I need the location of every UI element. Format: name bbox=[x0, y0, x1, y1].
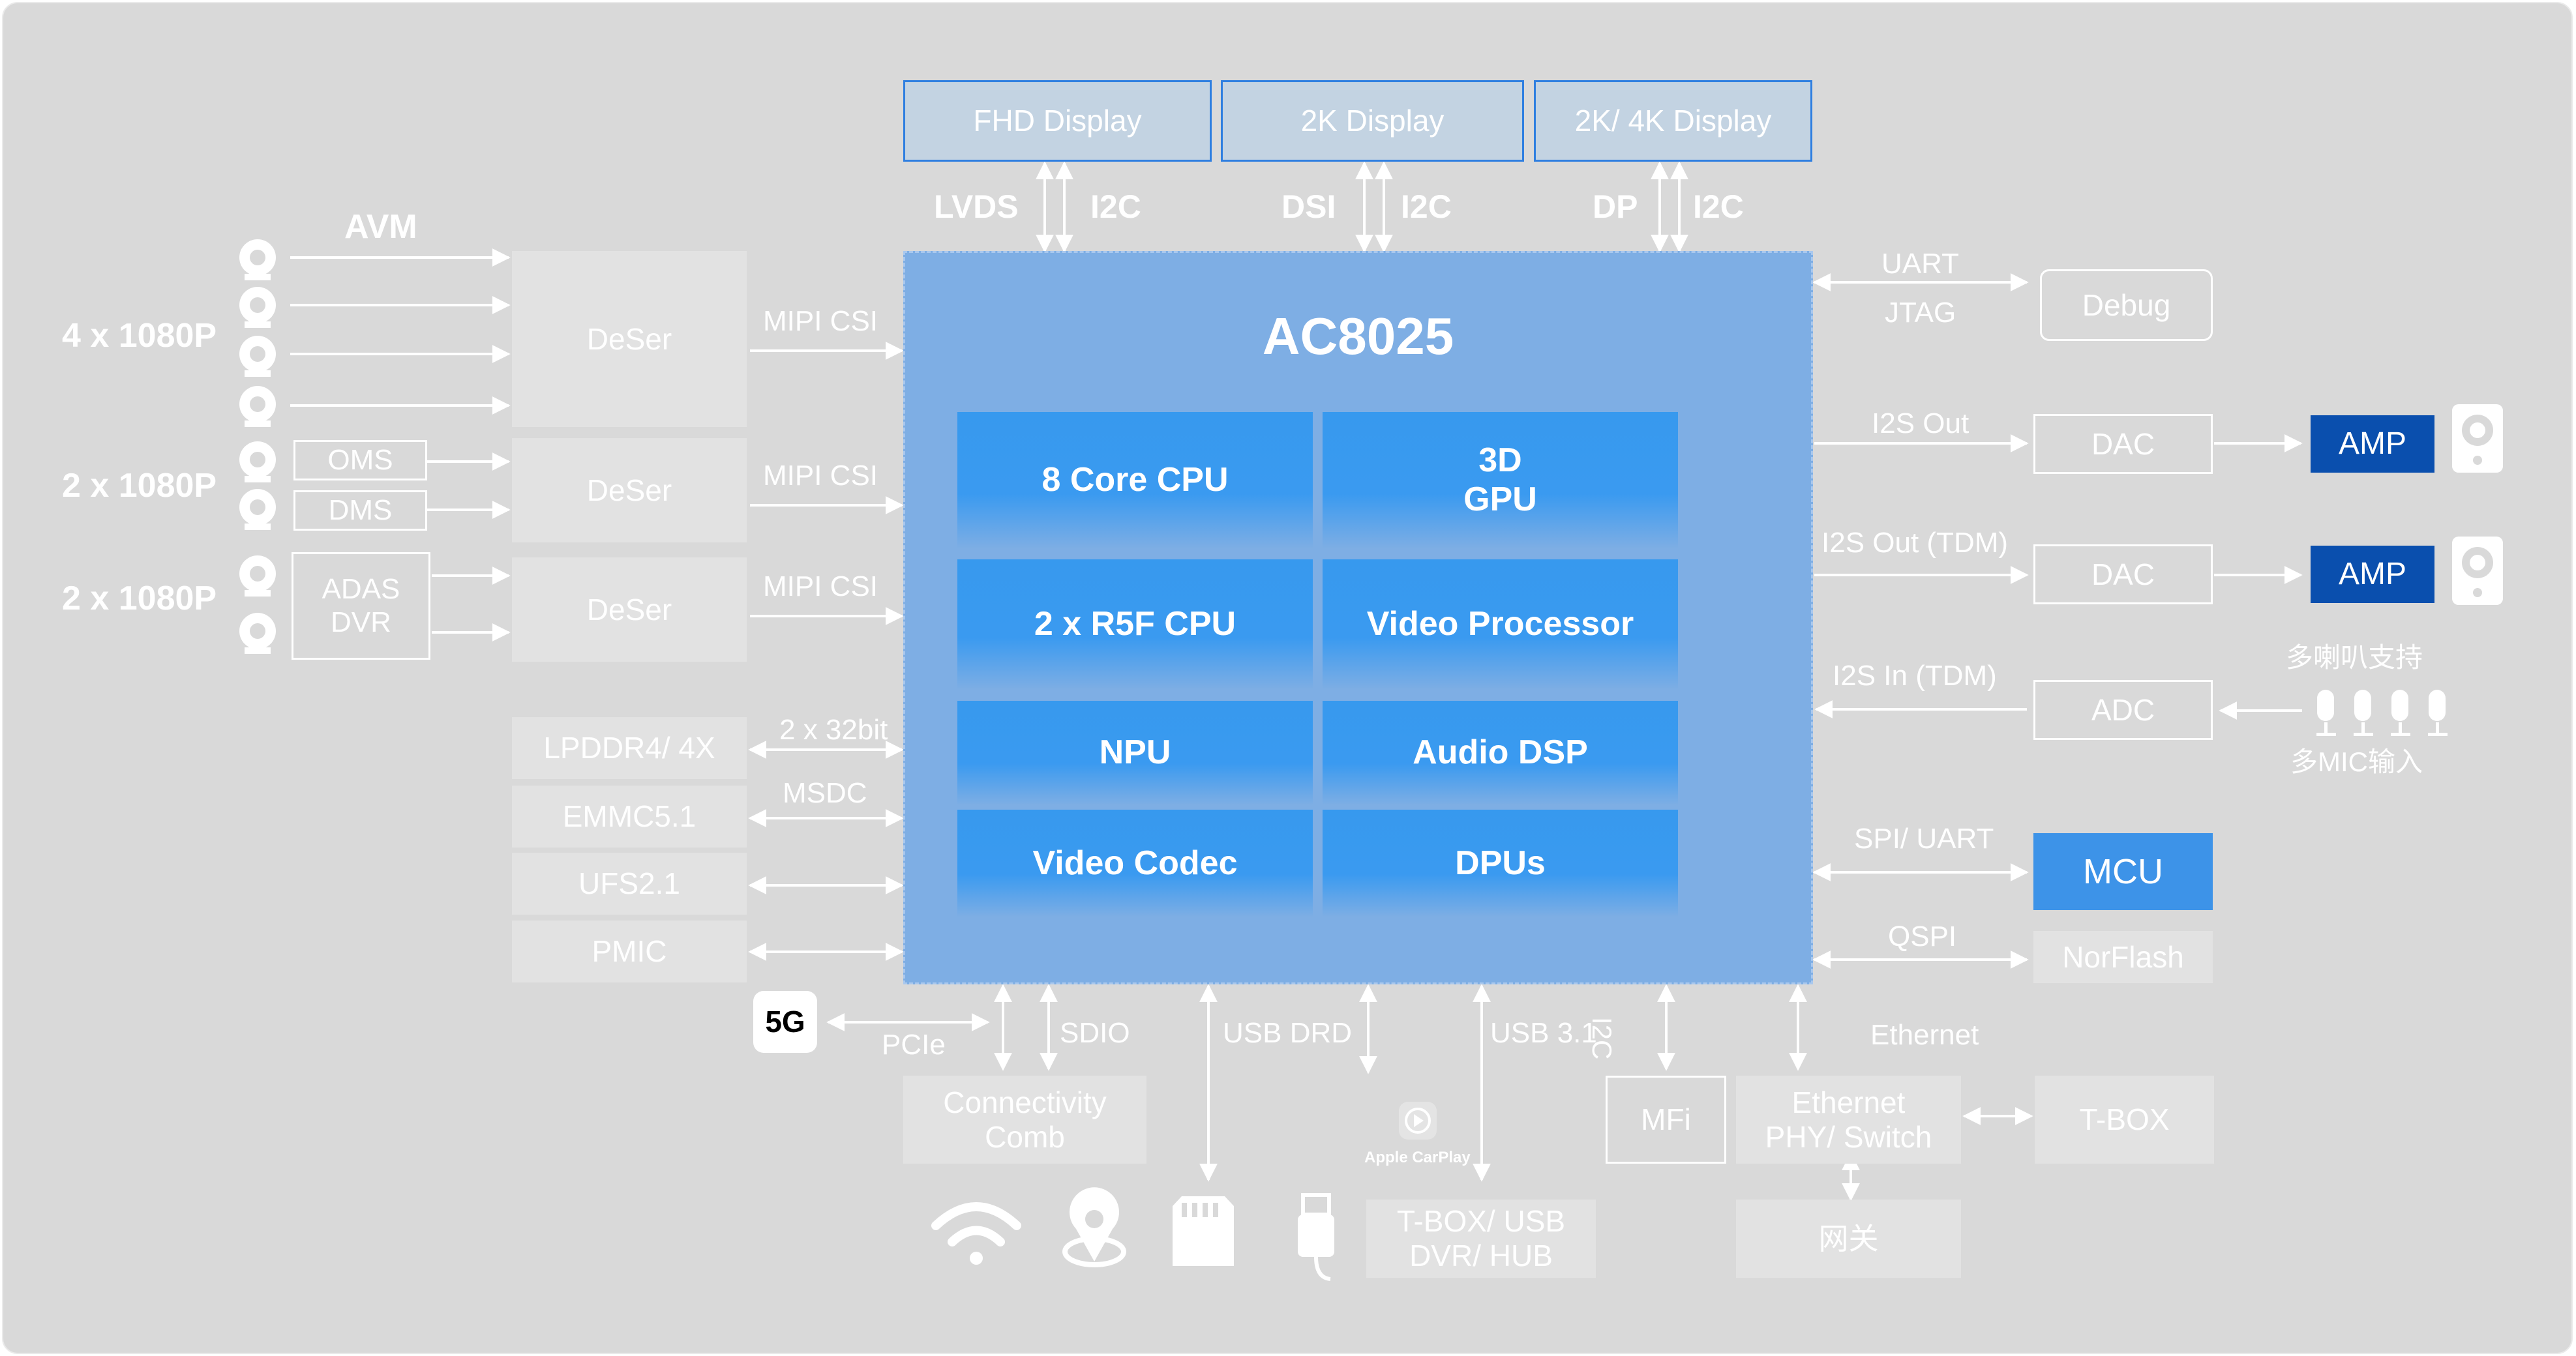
carplay-label: Apple CarPlay bbox=[1364, 1149, 1471, 1166]
usb31-label: USB 3.1 bbox=[1490, 1017, 1597, 1049]
emmc-link-label: MSDC bbox=[783, 777, 867, 809]
mipi-csi-label-3: MIPI CSI bbox=[763, 570, 878, 602]
microphone-icon bbox=[2428, 690, 2448, 736]
pcie-label: PCIe bbox=[882, 1029, 946, 1061]
microphone-icon bbox=[2391, 690, 2410, 736]
fhd-display-box: FHD Display bbox=[903, 80, 1212, 162]
jtag-label: JTAG bbox=[1885, 297, 1956, 329]
dac-box-2: DAC bbox=[2033, 544, 2213, 604]
video-processor-block: Video Processor bbox=[1323, 559, 1678, 690]
mipi-csi-label-2: MIPI CSI bbox=[763, 460, 878, 492]
audio-dsp-block: Audio DSP bbox=[1323, 701, 1678, 805]
connectivity-box: Connectivity Comb bbox=[903, 1076, 1146, 1164]
mfi-box: MFi bbox=[1606, 1076, 1726, 1164]
speaker-icon bbox=[2452, 404, 2503, 473]
lpddr-box: LPDDR4/ 4X bbox=[512, 717, 747, 779]
speaker-icon bbox=[2452, 537, 2503, 605]
adas-dvr-box: ADAS DVR bbox=[292, 552, 430, 660]
adc-box: ADC bbox=[2033, 680, 2213, 740]
camera-group-3: 2 x 1080P bbox=[62, 580, 217, 617]
i2c-label-1: I2C bbox=[1090, 188, 1141, 225]
debug-box: Debug bbox=[2040, 269, 2213, 341]
5g-chip: 5G bbox=[753, 991, 817, 1053]
microphone-icon bbox=[2354, 690, 2373, 736]
camera-icon bbox=[239, 613, 276, 654]
4k-display-box: 2K/ 4K Display bbox=[1534, 80, 1812, 162]
i2s-out-tdm-label: I2S Out (TDM) bbox=[1821, 527, 2009, 559]
ufs-box: UFS2.1 bbox=[512, 853, 747, 915]
dms-box: DMS bbox=[293, 490, 427, 531]
ethernet-phy-box: Ethernet PHY/ Switch bbox=[1736, 1076, 1961, 1164]
i2s-out-label: I2S Out bbox=[1872, 407, 1969, 439]
tbox-box: T-BOX bbox=[2035, 1076, 2214, 1164]
deser-box-1: DeSer bbox=[512, 251, 747, 427]
camera-icon bbox=[239, 441, 276, 482]
dpus-block: DPUs bbox=[1323, 810, 1678, 917]
gpu-block: 3D GPU bbox=[1323, 412, 1678, 549]
camera-icon bbox=[239, 555, 276, 597]
deser-box-3: DeSer bbox=[512, 557, 747, 662]
amp-box-2: AMP bbox=[2311, 546, 2434, 603]
camera-group-2: 2 x 1080P bbox=[62, 467, 217, 505]
lpddr-link-label: 2 x 32bit bbox=[779, 714, 888, 746]
avm-label: AVM bbox=[344, 208, 417, 246]
video-codec-block: Video Codec bbox=[957, 810, 1313, 917]
oms-box: OMS bbox=[293, 440, 427, 480]
2k-display-box: 2K Display bbox=[1221, 80, 1524, 162]
r5f-cpu-block: 2 x R5F CPU bbox=[957, 559, 1313, 690]
qspi-label: QSPI bbox=[1888, 921, 1957, 952]
lvds-label: LVDS bbox=[934, 188, 1019, 225]
mipi-csi-label-1: MIPI CSI bbox=[763, 305, 878, 337]
emmc-box: EMMC5.1 bbox=[512, 786, 747, 848]
camera-icon bbox=[239, 386, 276, 427]
soc-name: AC8025 bbox=[1262, 307, 1454, 365]
spi-uart-label: SPI/ UART bbox=[1854, 823, 1994, 855]
usb-stick-icon bbox=[1298, 1193, 1334, 1281]
sdio-label: SDIO bbox=[1060, 1017, 1130, 1049]
camera-icon bbox=[239, 336, 276, 377]
usb-drd-label: USB DRD bbox=[1223, 1017, 1353, 1049]
uart-label: UART bbox=[1881, 248, 1959, 280]
mcu-box: MCU bbox=[2033, 833, 2213, 910]
location-pin-icon bbox=[1062, 1187, 1126, 1267]
mic-note: 多MIC输入 bbox=[2290, 746, 2423, 777]
wifi-icon bbox=[931, 1202, 1021, 1265]
i2s-in-tdm-label: I2S In (TDM) bbox=[1833, 660, 1997, 692]
dp-label: DP bbox=[1593, 188, 1638, 225]
dsi-label: DSI bbox=[1281, 188, 1336, 225]
tbox-usb-box: T-BOX/ USB DVR/ HUB bbox=[1366, 1200, 1596, 1278]
i2c-label-2: I2C bbox=[1401, 188, 1452, 225]
dac-box-1: DAC bbox=[2033, 414, 2213, 474]
norflash-box: NorFlash bbox=[2033, 931, 2213, 983]
camera-icon bbox=[239, 239, 276, 280]
carplay-icon bbox=[1399, 1102, 1437, 1140]
microphone-icon bbox=[2316, 690, 2336, 736]
camera-group-1: 4 x 1080P bbox=[62, 317, 217, 355]
speakers-note: 多喇叭支持 bbox=[2286, 642, 2423, 673]
camera-icon bbox=[239, 287, 276, 328]
deser-box-2: DeSer bbox=[512, 438, 747, 542]
amp-box-1: AMP bbox=[2311, 415, 2434, 473]
camera-icon bbox=[239, 489, 276, 530]
core-cpu-block: 8 Core CPU bbox=[957, 412, 1313, 549]
npu-block: NPU bbox=[957, 701, 1313, 805]
gateway-box: 网关 bbox=[1736, 1200, 1961, 1278]
pmic-box: PMIC bbox=[512, 921, 747, 982]
sd-card-icon bbox=[1173, 1196, 1234, 1266]
ethernet-label: Ethernet bbox=[1870, 1019, 1979, 1051]
i2c-label-3: I2C bbox=[1693, 188, 1744, 225]
